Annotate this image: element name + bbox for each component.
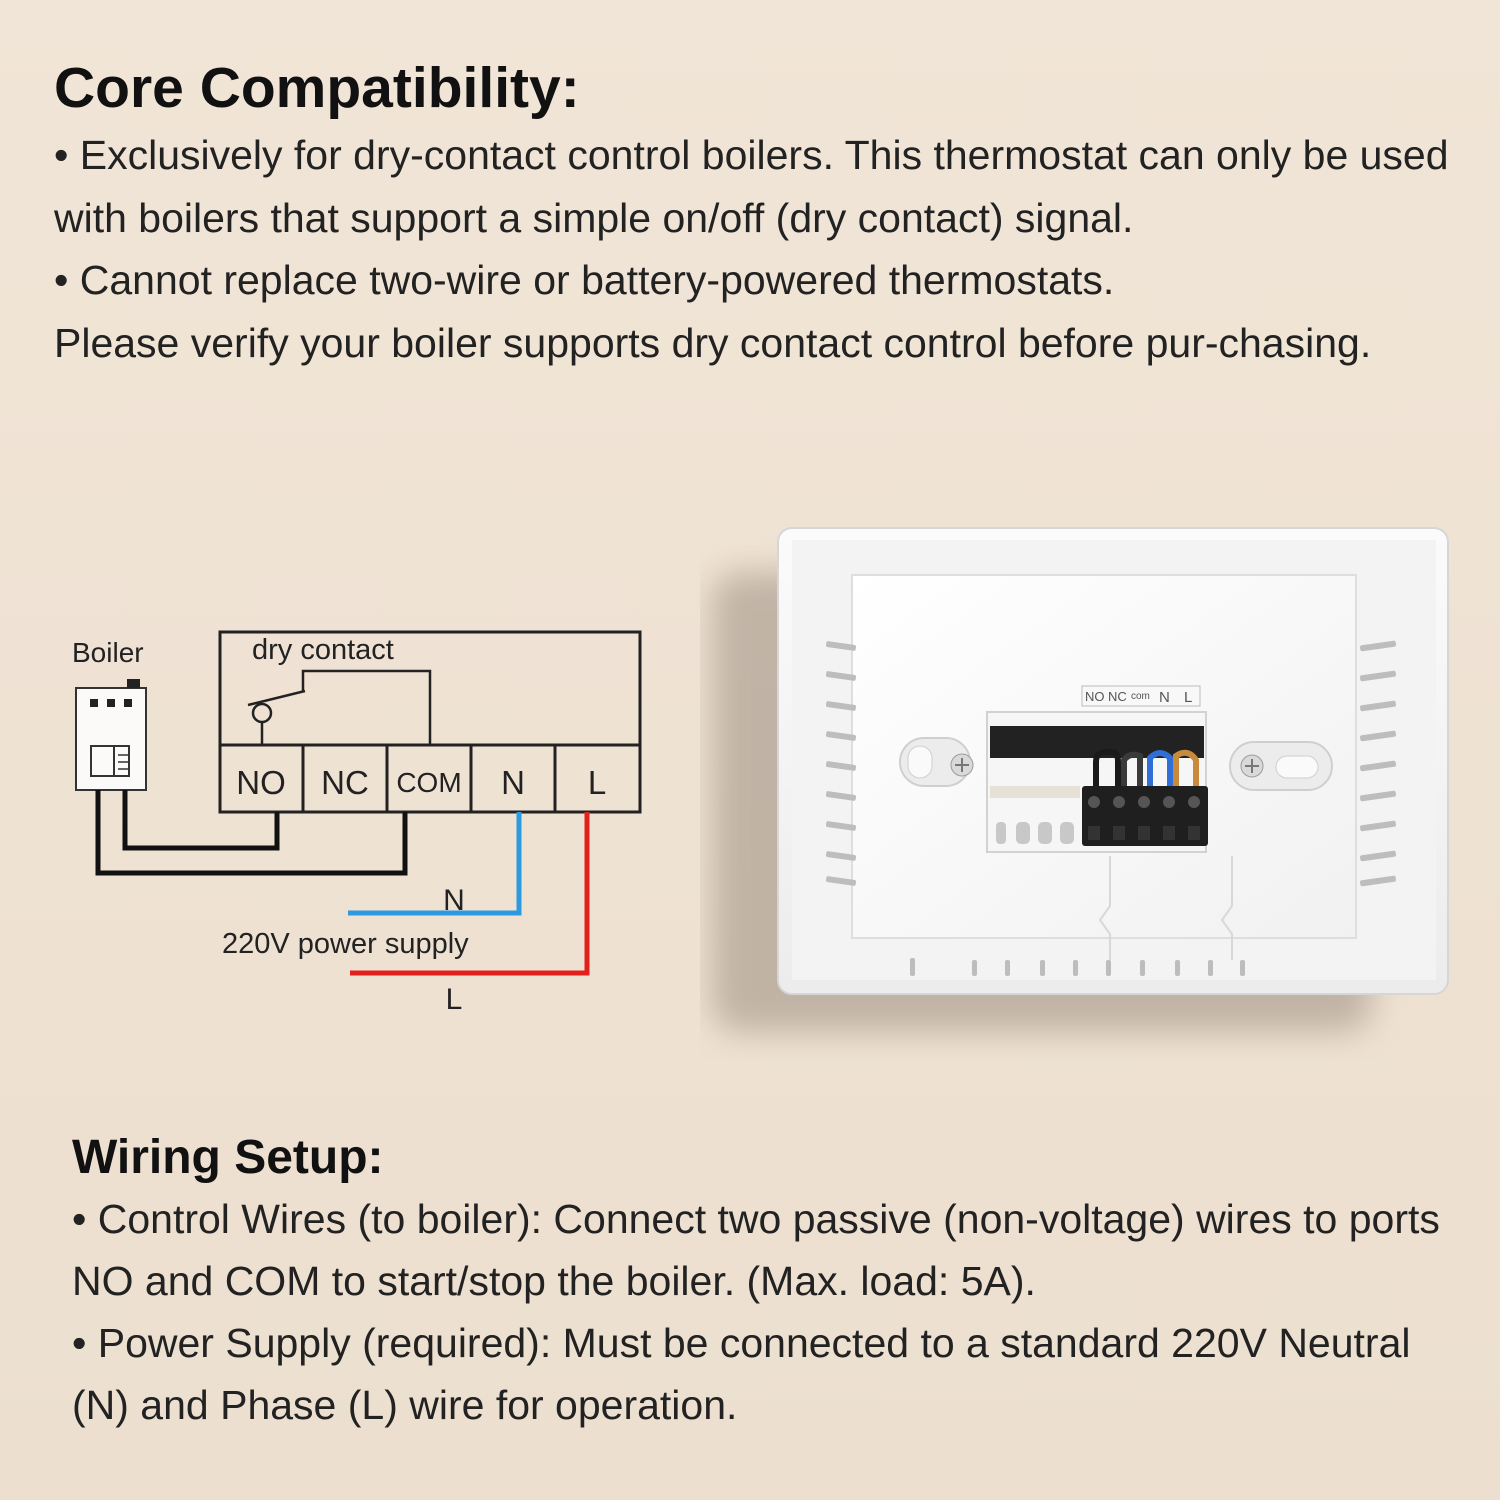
wiring-bullet-control-wires: • Control Wires (to boiler): Connect two… (72, 1196, 1440, 1304)
terminal-nc-label: NC (321, 764, 369, 801)
vent-slots-right (1360, 640, 1396, 887)
live-wire (350, 812, 590, 976)
strip-label-l: L (1184, 689, 1192, 706)
strip-label-n: N (1159, 689, 1170, 706)
strip-label-com: com (1131, 691, 1150, 702)
wiring-diagram: Boiler dry contact NO NC COM N L (72, 630, 642, 1016)
terminal-no-label: NO (236, 764, 286, 801)
compatibility-section: Core Compatibility: • Exclusively for dr… (54, 52, 1464, 374)
strip-label-no: NO (1085, 689, 1105, 704)
dry-contact-label: dry contact (252, 634, 394, 666)
thermostat-backplate-image: NO NC com N L (712, 527, 1449, 1032)
compatibility-bullet-dry-contact: • Exclusively for dry-contact control bo… (54, 132, 1449, 241)
wiring-section: Wiring Setup: • Control Wires (to boiler… (72, 1128, 1472, 1436)
neutral-label: N (443, 884, 465, 917)
terminal-l-label: L (588, 764, 606, 801)
mounting-hole-right (1229, 741, 1333, 791)
vent-slots-left (825, 641, 857, 886)
product-wires (1093, 749, 1199, 793)
relay-switch-icon (247, 669, 432, 745)
live-label: L (446, 983, 463, 1016)
terminal-n-label: N (501, 764, 525, 801)
vent-slots-bottom (910, 958, 1245, 976)
wiring-bullet-power-supply: • Power Supply (required): Must be conne… (72, 1320, 1411, 1428)
control-wires (95, 790, 408, 876)
boiler-icon (75, 679, 147, 791)
supply-label: 220V power supply (222, 928, 469, 960)
terminal-com-label: COM (396, 767, 461, 798)
boiler-label: Boiler (72, 637, 144, 668)
mounting-hole-left (899, 737, 974, 787)
compatibility-title: Core Compatibility: (54, 56, 580, 120)
terminal-strip-labels: NO NC com N L (1081, 685, 1201, 707)
terminal-block-connector (1082, 786, 1208, 846)
strip-label-nc: NC (1108, 689, 1127, 704)
compatibility-note: Please verify your boiler supports dry c… (54, 319, 1372, 366)
wiring-title: Wiring Setup: (72, 1131, 384, 1184)
neutral-wire (348, 812, 522, 916)
compatibility-bullet-two-wire: • Cannot replace two-wire or battery-pow… (54, 257, 1115, 303)
